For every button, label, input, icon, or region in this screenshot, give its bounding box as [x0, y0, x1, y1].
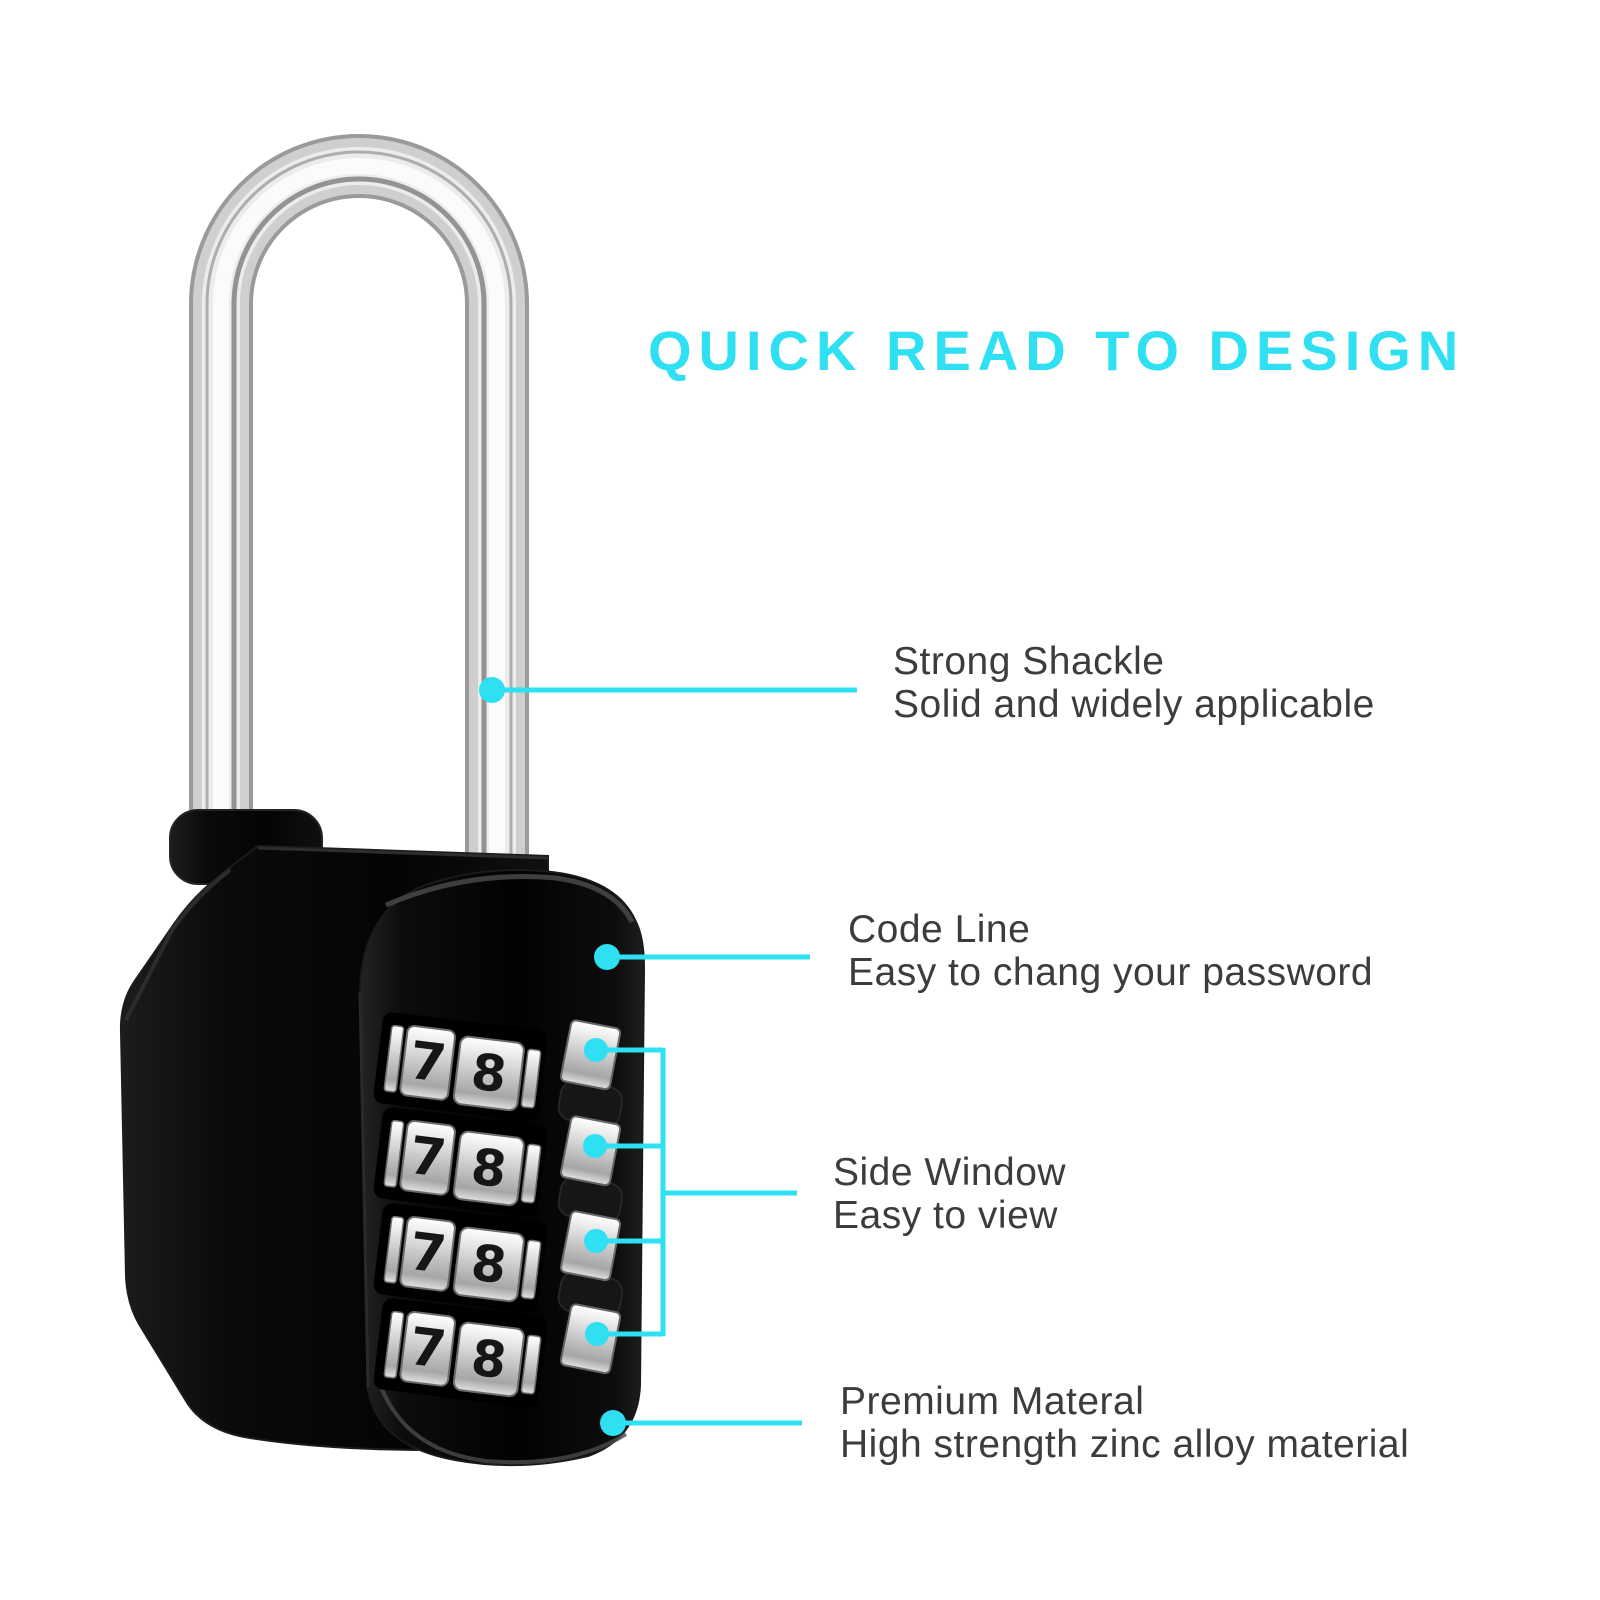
- dial-digit-right: 8: [468, 1329, 510, 1391]
- callout-dot-side-window-3: [584, 1229, 608, 1253]
- callout-description: Easy to chang your password: [848, 951, 1374, 994]
- shackle-outer-contour: [205, 150, 513, 900]
- dial-row-2: 7 8: [373, 1107, 548, 1217]
- dial-wheel-right: [452, 1226, 525, 1303]
- dial-wheel-left: [399, 1025, 456, 1101]
- callout-strong-shackle: Strong Shackle Solid and widely applicab…: [893, 640, 1375, 726]
- callout-description: Solid and widely applicable: [893, 683, 1375, 726]
- callout-dot-side-window-1: [584, 1038, 608, 1062]
- shackle: [189, 134, 529, 905]
- page-title: QUICK READ TO DESIGN: [648, 319, 1466, 382]
- callout-heading: Side Window: [833, 1151, 1067, 1194]
- dial-digit-left: 7: [406, 1222, 449, 1286]
- dial-wheel-left: [399, 1216, 456, 1292]
- callout-heading: Strong Shackle: [893, 640, 1165, 683]
- dial-wheel-right: [452, 1035, 525, 1112]
- callout-dot-side-window-4: [585, 1322, 609, 1346]
- dial-row-1: 7 8: [373, 1012, 548, 1122]
- dial-wheel-right: [452, 1130, 525, 1207]
- dial-rows: 7 8 7 8 7 8: [373, 1012, 548, 1408]
- callout-premium-material: Premium Materal High strength zinc alloy…: [840, 1380, 1409, 1466]
- dial-row-4: 7 8: [373, 1298, 548, 1408]
- callout-side-window: Side Window Easy to view: [833, 1151, 1066, 1237]
- callout-heading: Code Line: [848, 908, 1031, 951]
- body-top-edge: [257, 846, 549, 860]
- dial-digit-right: 8: [468, 1234, 510, 1296]
- dial-wheel-edge: [520, 1143, 542, 1204]
- dial-row-3: 7 8: [373, 1203, 548, 1313]
- callout-dot-strong-shackle: [479, 677, 505, 703]
- callout-heading: Premium Materal: [840, 1380, 1145, 1423]
- callout-dot-side-window-2: [583, 1134, 607, 1158]
- shackle-inner-contour: [231, 176, 487, 900]
- housing-top-rim: [385, 874, 635, 924]
- dial-wheel-edge: [520, 1239, 542, 1300]
- housing-crease: [358, 991, 370, 1389]
- dial-wheel-left: [399, 1120, 456, 1196]
- callout-graphics: [479, 677, 857, 1436]
- dial-wheel-edge: [383, 1119, 405, 1188]
- dial-wheel-edge: [520, 1334, 542, 1395]
- dial-wheel-left: [399, 1311, 456, 1387]
- dial-wheel-edge: [383, 1024, 405, 1093]
- shackle-tube-light: [202, 147, 516, 905]
- housing-bottom-rim: [374, 1371, 628, 1465]
- shackle-tube-edge: [189, 134, 529, 905]
- dial-wheel-right: [452, 1321, 525, 1398]
- shackle-tube-highlight: [213, 158, 505, 905]
- callout-code-line: Code Line Easy to chang your password: [848, 908, 1373, 994]
- callout-description: Easy to view: [833, 1194, 1058, 1237]
- shackle-tube-mid: [193, 138, 525, 905]
- dial-digit-left: 7: [406, 1317, 449, 1381]
- dial-wheel-edge: [383, 1310, 405, 1379]
- body-edge-highlight: [124, 868, 232, 1021]
- dial-digit-left: 7: [406, 1031, 449, 1095]
- callout-description: High strength zinc alloy material: [840, 1423, 1410, 1466]
- dial-wheel-edge: [383, 1215, 405, 1284]
- callout-dot-code-line: [594, 944, 620, 970]
- dial-digit-left: 7: [406, 1126, 449, 1190]
- callout-dot-premium-material: [600, 1410, 626, 1436]
- dial-wheel-edge: [520, 1048, 542, 1109]
- dial-digit-right: 8: [468, 1043, 510, 1105]
- dial-digit-right: 8: [468, 1138, 510, 1200]
